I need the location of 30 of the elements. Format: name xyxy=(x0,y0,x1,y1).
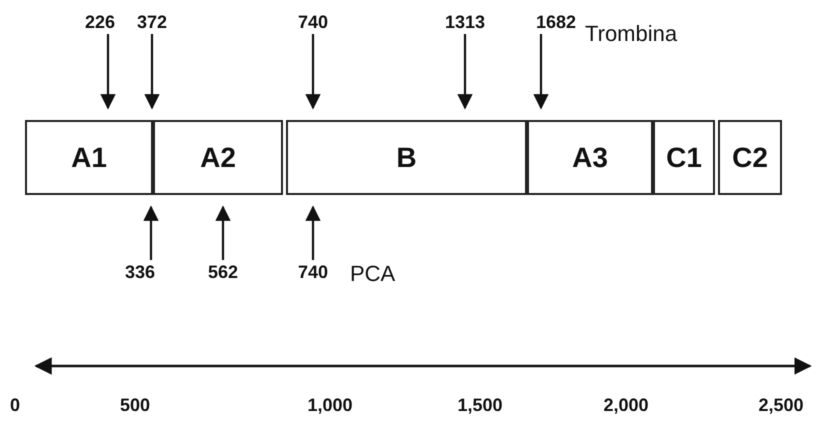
scale-tick-label: 500 xyxy=(120,395,150,415)
scale-tick-label: 0 xyxy=(10,395,20,415)
arrow xyxy=(215,205,231,260)
scale-tick-label: 2,500 xyxy=(758,395,804,415)
protease-label: Trombina xyxy=(585,22,678,46)
cleavage-site-number: 562 xyxy=(208,262,238,282)
domain-box: C2 xyxy=(718,120,782,195)
arrow xyxy=(305,205,321,260)
cleavage-site-number: 226 xyxy=(85,12,116,32)
arrow xyxy=(457,34,473,110)
arrow xyxy=(305,34,321,110)
cleavage-site-number: 1682 xyxy=(536,12,576,32)
domain-box: A1 xyxy=(25,120,153,195)
domain-box: A3 xyxy=(527,120,653,195)
cleavage-site-number: 372 xyxy=(137,12,168,32)
arrow xyxy=(533,34,549,110)
protease-label: PCA xyxy=(350,262,396,286)
scale-tick-label: 2,000 xyxy=(604,395,649,415)
cleavage-site-number: 740 xyxy=(298,262,328,282)
scale-tick-label: 1,500 xyxy=(458,395,503,415)
cleavage-site-number: 336 xyxy=(125,262,156,282)
scale-tick-label: 1,000 xyxy=(308,395,353,415)
arrow xyxy=(100,34,116,110)
arrow xyxy=(144,34,160,110)
domain-box: B xyxy=(286,120,527,195)
domain-box: C1 xyxy=(653,120,715,195)
domain-box: A2 xyxy=(153,120,283,195)
cleavage-site-number: 1313 xyxy=(445,12,486,32)
arrow xyxy=(143,205,159,260)
cleavage-site-number: 740 xyxy=(298,12,328,32)
